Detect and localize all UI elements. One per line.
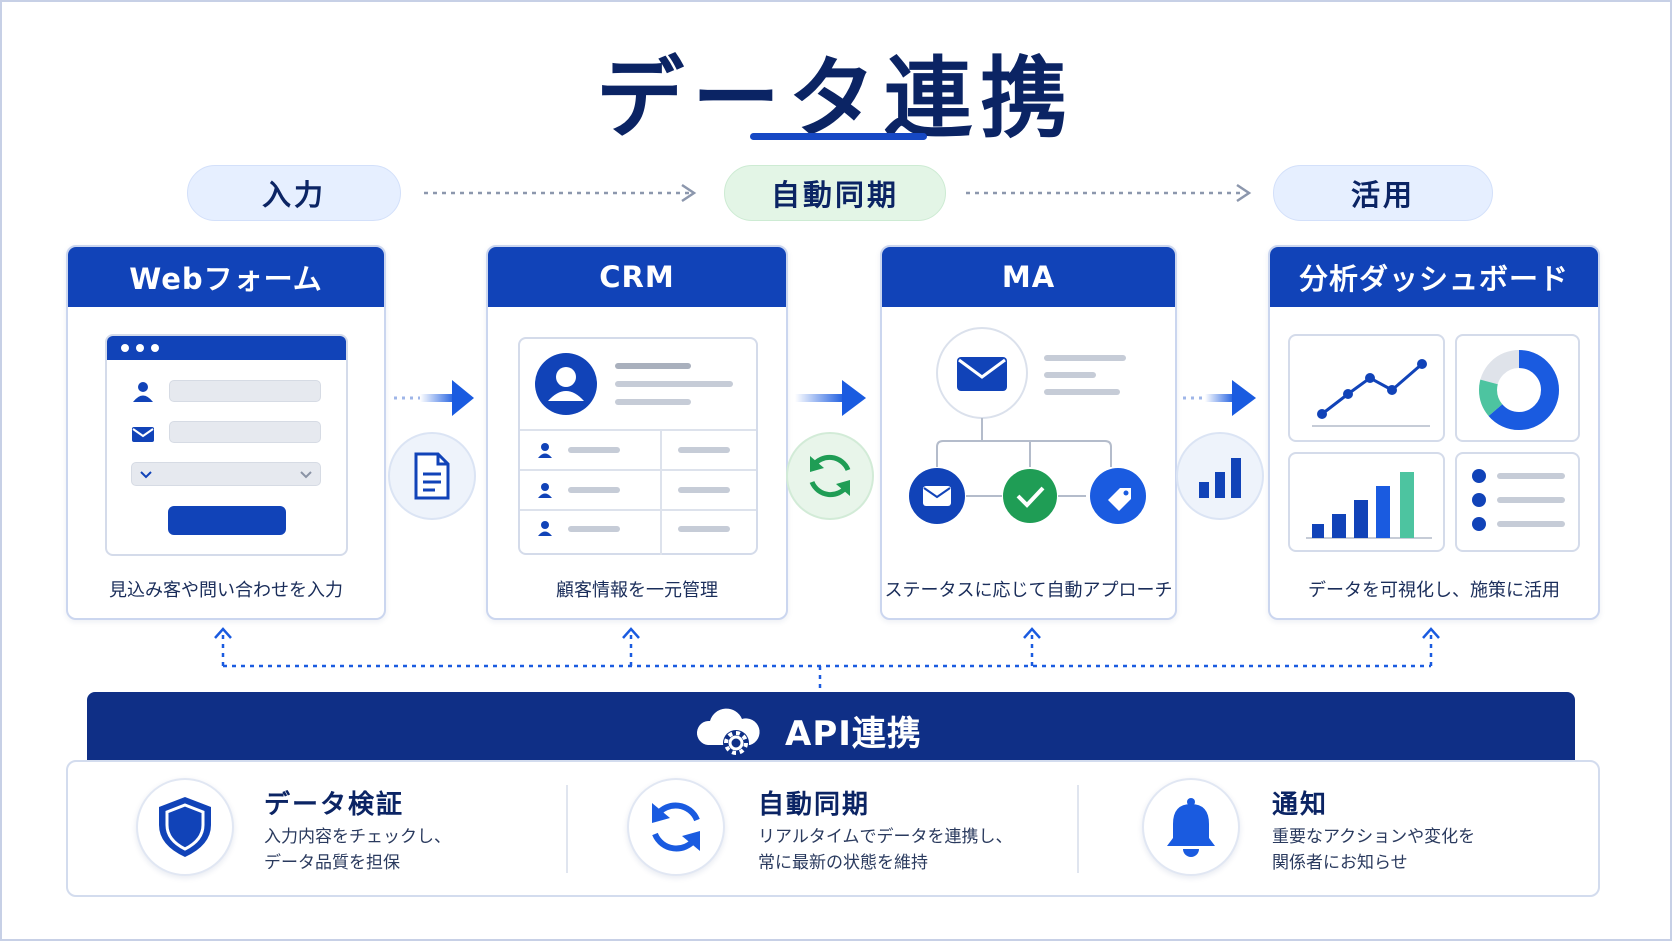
arrow-right-icon (1183, 380, 1256, 416)
shield-icon (159, 797, 211, 857)
feature-sync-title: 自動同期 (758, 790, 871, 820)
user-icon (538, 443, 552, 458)
submit-button (168, 506, 286, 535)
select-field (131, 462, 321, 486)
browser-titlebar (107, 336, 346, 360)
avatar-icon (535, 353, 597, 415)
bar-chart-icon (1199, 458, 1241, 498)
sync-icon (809, 454, 851, 498)
card-ma: MA ステータスに応じて自動アプローチ (880, 245, 1177, 620)
feature-divider (1077, 785, 1079, 873)
line-chart-widget (1288, 334, 1445, 442)
card-crm-body: 顧客情報を一元管理 (488, 307, 786, 618)
feature-divider (566, 785, 568, 873)
page-title: データ連携 (595, 47, 1076, 150)
donut-chart-widget (1455, 334, 1580, 442)
arrow-right-icon (795, 380, 866, 416)
list-widget (1455, 452, 1580, 552)
user-icon (538, 483, 552, 498)
card-crm: CRM 顧客情報を一元管理 (486, 245, 788, 620)
card-dashboard-title: 分析ダッシュボード (1270, 247, 1598, 307)
document-connector (388, 432, 476, 520)
feature-sync-desc: リアルタイムでデータを連携し、 常に最新の状態を維持 (758, 827, 1013, 873)
name-field (169, 380, 321, 402)
api-label: API連携 (785, 714, 922, 754)
arrow-right-icon (394, 380, 474, 416)
title-underline (750, 133, 927, 140)
bar-chart-widget (1288, 452, 1445, 552)
mail-icon (132, 427, 154, 442)
user-icon (133, 382, 153, 402)
feature-notify-desc: 重要なアクションや変化を 関係者にお知らせ (1272, 827, 1476, 873)
stage-pill-sync: 自動同期 (724, 165, 946, 221)
user-icon (538, 521, 552, 536)
chevron-down-icon (300, 471, 312, 479)
card-dashboard-desc: データを可視化し、施策に活用 (1308, 580, 1560, 601)
feature-notify-title: 通知 (1272, 790, 1329, 820)
feature-validation-circle (136, 778, 234, 876)
web-form-window (105, 334, 348, 556)
feature-validation-title: データ検証 (264, 790, 405, 820)
card-web-form-title: Webフォーム (68, 247, 384, 307)
bar-chart-icon (1306, 472, 1432, 539)
feature-notify-circle (1142, 778, 1240, 876)
feature-sync-circle (627, 778, 725, 876)
cloud-gear-icon (696, 708, 760, 756)
sync-connector (786, 432, 874, 520)
card-web-form: Webフォーム 見込み客や問い合わせを入力 (66, 245, 386, 620)
card-ma-body: ステータスに応じて自動アプローチ (882, 307, 1175, 618)
card-crm-title: CRM (488, 247, 786, 307)
card-web-form-desc: 見込み客や問い合わせを入力 (109, 580, 343, 601)
chart-connector (1176, 432, 1264, 520)
card-web-form-body: 見込み客や問い合わせを入力 (68, 307, 384, 618)
card-dashboard-body: データを可視化し、施策に活用 (1270, 307, 1598, 618)
sync-icon (652, 802, 700, 852)
list-icon (1472, 469, 1565, 531)
card-dashboard: 分析ダッシュボード (1268, 245, 1600, 620)
crm-record (518, 337, 758, 555)
document-icon (414, 452, 450, 500)
bell-icon (1167, 798, 1215, 857)
api-bar (87, 692, 1575, 762)
card-crm-desc: 顧客情報を一元管理 (556, 580, 718, 601)
chevron-down-icon (140, 471, 152, 479)
feature-validation-desc: 入力内容をチェックし、 データ品質を担保 (264, 827, 451, 873)
card-ma-title: MA (882, 247, 1175, 307)
stage-pill-use: 活用 (1273, 165, 1493, 221)
stage-pill-input: 入力 (187, 165, 401, 221)
line-chart-icon (1312, 359, 1430, 427)
card-ma-desc: ステータスに応じて自動アプローチ (884, 580, 1173, 601)
feature-panel (66, 760, 1600, 897)
donut-chart-icon (1479, 350, 1559, 430)
email-field (169, 421, 321, 443)
ma-flow-diagram (909, 327, 1146, 524)
